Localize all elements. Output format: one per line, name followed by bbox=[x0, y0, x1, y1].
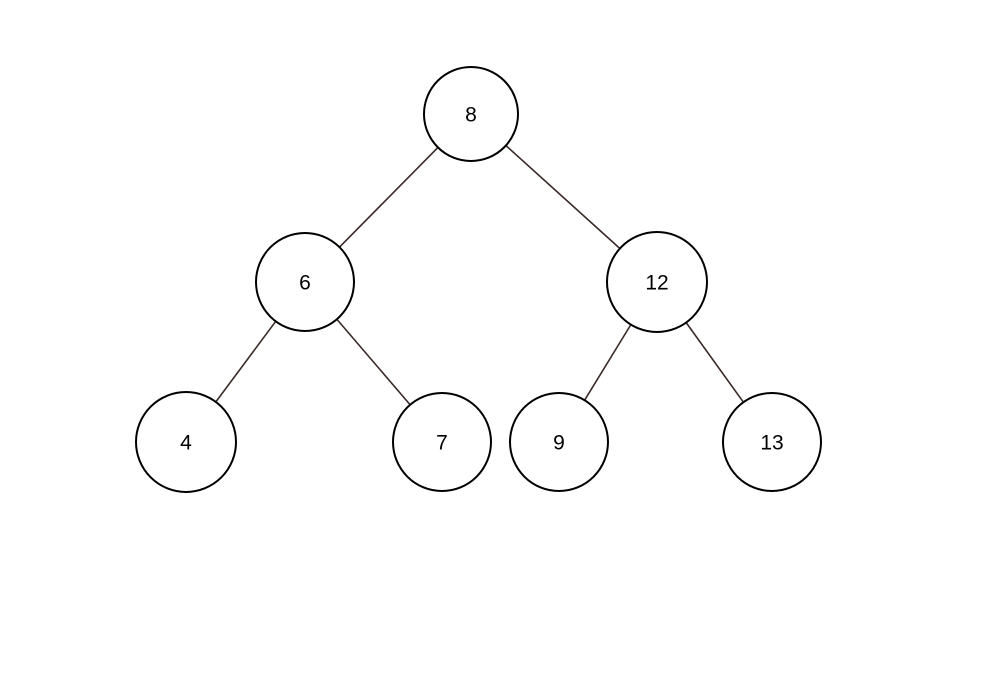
node-circle-8 bbox=[423, 66, 519, 162]
tree-nodes-group: 8 6 12 4 7 9 13 bbox=[135, 66, 822, 493]
tree-node-13[interactable]: 13 bbox=[722, 392, 822, 492]
tree-edge-6-7 bbox=[336, 318, 411, 406]
tree-edge-6-4 bbox=[215, 320, 277, 403]
node-label-13: 13 bbox=[760, 432, 783, 455]
node-label-7: 7 bbox=[436, 432, 448, 455]
node-circle-12 bbox=[606, 231, 708, 333]
tree-node-6[interactable]: 6 bbox=[255, 232, 355, 332]
tree-node-4[interactable]: 4 bbox=[135, 391, 237, 493]
tree-edge-12-9 bbox=[583, 323, 632, 402]
tree-edge-8-12 bbox=[505, 144, 621, 250]
node-circle-7 bbox=[392, 392, 492, 492]
node-circle-13 bbox=[722, 392, 822, 492]
node-label-9: 9 bbox=[553, 432, 565, 455]
tree-node-9[interactable]: 9 bbox=[509, 392, 609, 492]
node-circle-6 bbox=[255, 232, 355, 332]
node-circle-9 bbox=[509, 392, 609, 492]
node-circle-4 bbox=[135, 391, 237, 493]
node-label-6: 6 bbox=[299, 272, 311, 295]
node-label-8: 8 bbox=[465, 104, 477, 127]
tree-node-7[interactable]: 7 bbox=[392, 392, 492, 492]
tree-node-12[interactable]: 12 bbox=[606, 231, 708, 333]
tree-edge-8-6 bbox=[338, 146, 439, 248]
tree-node-8[interactable]: 8 bbox=[423, 66, 519, 162]
node-label-4: 4 bbox=[180, 432, 192, 455]
node-label-12: 12 bbox=[645, 272, 668, 295]
tree-edge-12-13 bbox=[685, 321, 745, 404]
tree-edges-group bbox=[215, 144, 745, 406]
